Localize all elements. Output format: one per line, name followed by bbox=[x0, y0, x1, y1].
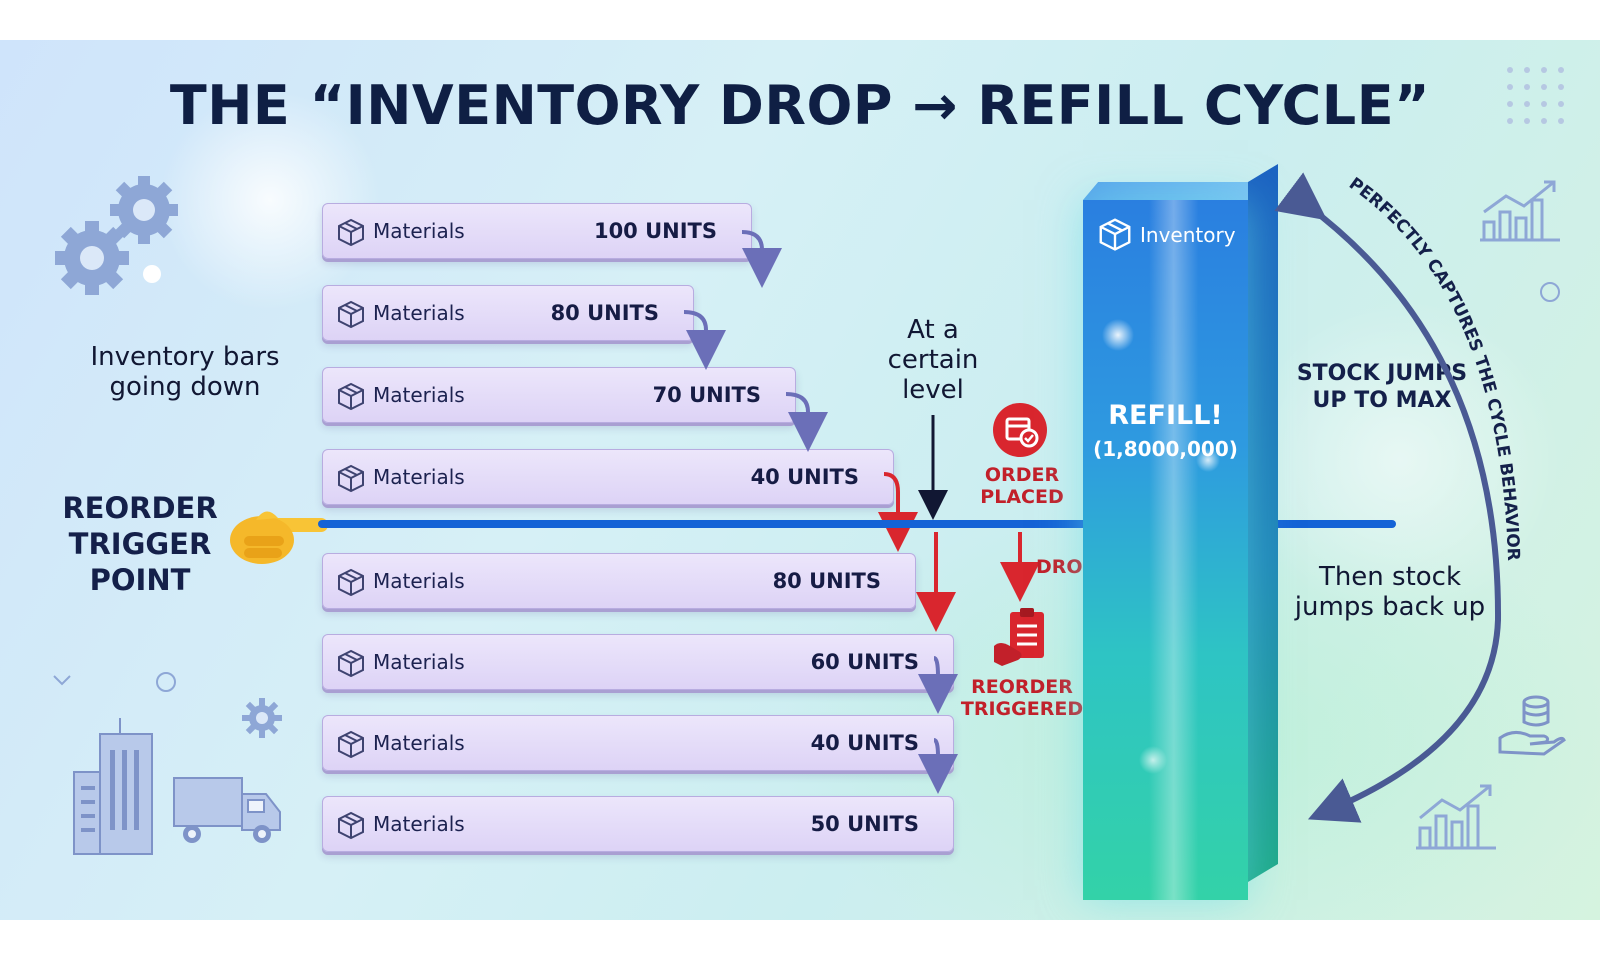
bar-label: Materials bbox=[373, 301, 465, 325]
inventory-bar: Materials 50 UNITS bbox=[322, 796, 954, 852]
box-icon bbox=[338, 382, 364, 411]
page-title: THE “INVENTORY DROP → REFILL CYCLE” bbox=[169, 74, 1431, 137]
inventory-bar: Materials 80 UNITS bbox=[322, 285, 694, 341]
gear-icon bbox=[242, 698, 282, 738]
note-certain-level: At a certain level bbox=[868, 315, 998, 405]
order-search-icon bbox=[993, 403, 1047, 457]
label-line: PLACED bbox=[980, 486, 1064, 508]
clipboard-hand-icon bbox=[994, 608, 1044, 666]
note-line: At a bbox=[907, 315, 959, 345]
label-line: REORDER bbox=[971, 676, 1073, 698]
step-arrow bbox=[683, 310, 726, 370]
red-drop-arrow bbox=[878, 472, 918, 552]
inventory-bar: Materials 40 UNITS bbox=[322, 449, 894, 505]
note-line: going down bbox=[109, 372, 261, 402]
bar-label: Materials bbox=[373, 219, 465, 243]
bar-chart-icon bbox=[1416, 784, 1496, 850]
step-arrows bbox=[683, 230, 1040, 794]
step-arrow bbox=[741, 230, 782, 288]
decorative-marks bbox=[53, 672, 176, 692]
decorative-circle bbox=[1540, 282, 1560, 302]
order-placed-label: ORDER PLACED bbox=[962, 464, 1082, 508]
bar-value: 80 UNITS bbox=[550, 301, 659, 325]
inventory-bar: Materials 60 UNITS bbox=[322, 634, 954, 690]
building-icon bbox=[73, 718, 153, 855]
reorder-triggered-label: REORDER TRIGGERED bbox=[952, 676, 1092, 720]
note-line: level bbox=[902, 375, 964, 405]
step-arrow bbox=[918, 738, 958, 794]
step-arrow bbox=[785, 392, 828, 452]
bar-value: 80 UNITS bbox=[772, 569, 881, 593]
bar-value: 70 UNITS bbox=[652, 383, 761, 407]
box-icon bbox=[338, 730, 364, 759]
note-line: Inventory bars bbox=[90, 342, 280, 372]
truck-icon bbox=[173, 777, 281, 843]
bar-value: 60 UNITS bbox=[810, 650, 919, 674]
refill-title: REFILL! bbox=[1108, 400, 1223, 431]
label-line: TRIGGER bbox=[68, 527, 212, 561]
bar-label: Materials bbox=[373, 731, 465, 755]
inventory-pillar-top bbox=[1083, 182, 1264, 200]
gear-icon bbox=[55, 176, 178, 295]
step-arrow bbox=[918, 656, 958, 714]
reorder-trigger-label: REORDER TRIGGER POINT bbox=[40, 490, 240, 598]
refill-value: (1,8000,000) bbox=[1093, 437, 1238, 461]
bar-value: 100 UNITS bbox=[593, 219, 717, 243]
bar-label: Materials bbox=[373, 569, 465, 593]
inventory-bar: Materials 70 UNITS bbox=[322, 367, 796, 423]
inventory-bar: Materials 40 UNITS bbox=[322, 715, 954, 771]
bar-chart-icon bbox=[1480, 180, 1560, 242]
box-icon bbox=[338, 649, 364, 678]
pointing-hand-icon bbox=[230, 511, 328, 564]
box-icon bbox=[338, 218, 364, 247]
drop-label: DROP bbox=[1036, 556, 1097, 578]
note-line: certain bbox=[887, 345, 979, 375]
note-bars-going-down: Inventory bars going down bbox=[70, 342, 300, 402]
box-icon bbox=[338, 300, 364, 329]
label-line: POINT bbox=[89, 563, 191, 597]
box-icon bbox=[338, 464, 364, 493]
bar-value: 50 UNITS bbox=[810, 812, 919, 836]
reorder-trigger-line bbox=[318, 520, 1396, 528]
bar-value: 40 UNITS bbox=[750, 465, 859, 489]
label-line: REORDER bbox=[62, 491, 218, 525]
bar-label: Materials bbox=[373, 465, 465, 489]
bar-label: Materials bbox=[373, 812, 465, 836]
bar-label: Materials bbox=[373, 383, 465, 407]
infographic-canvas: THE “INVENTORY DROP → REFILL CYCLE” bbox=[0, 40, 1600, 920]
dot-grid-decoration bbox=[1507, 67, 1564, 124]
inventory-bar: Materials 100 UNITS bbox=[322, 203, 752, 259]
label-line: ORDER bbox=[984, 464, 1060, 486]
bar-value: 40 UNITS bbox=[810, 731, 919, 755]
box-icon bbox=[1099, 218, 1131, 251]
coins-hand-icon bbox=[1498, 695, 1566, 756]
label-line: TRIGGERED bbox=[960, 698, 1084, 720]
inventory-pillar-side bbox=[1248, 163, 1278, 882]
cycle-arrow bbox=[1274, 172, 1502, 823]
bar-label: Materials bbox=[373, 650, 465, 674]
inventory-pillar bbox=[1083, 200, 1248, 900]
pillar-label: Inventory bbox=[1140, 223, 1236, 247]
box-icon bbox=[338, 811, 364, 840]
inventory-bar: Materials 80 UNITS bbox=[322, 553, 916, 609]
box-icon bbox=[338, 568, 364, 597]
